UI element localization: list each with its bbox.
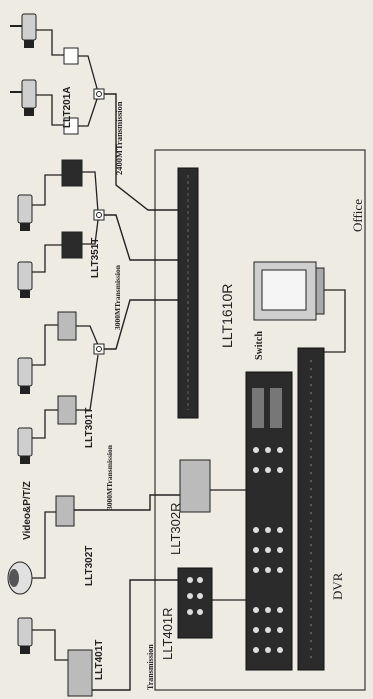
- transmitter-icon: [57, 311, 77, 341]
- label-llt1610r: LLT1610R: [219, 284, 235, 348]
- transmitter-icon: [67, 649, 93, 697]
- camera-group-llt351t: LLT351T 3000MTransmission: [17, 159, 192, 330]
- label-switch: Switch: [254, 331, 265, 360]
- transmitter-icon: [61, 159, 83, 187]
- camera-icon: [17, 427, 33, 464]
- llt302r-receiver: LLT302R: [168, 459, 246, 555]
- combiner-icon: [93, 343, 105, 355]
- camera-icon: [17, 617, 33, 654]
- label-llt401t: LLT401T: [94, 640, 105, 680]
- video-switch-matrix: Switch: [245, 331, 293, 671]
- label-llt351t: LLT351T: [90, 238, 101, 278]
- llt1610r-rack: LLT1610R: [177, 167, 235, 419]
- transmitter-icon: [61, 231, 83, 259]
- camera-icon: [10, 79, 37, 116]
- label-3000m-transmission-mid: 3000MTransmission: [105, 444, 114, 510]
- label-office: Office: [350, 199, 365, 232]
- label-dvr: DVR: [330, 572, 345, 600]
- label-llt201a: LLT201A: [62, 87, 73, 129]
- label-llt301t: LLT301T: [84, 408, 95, 448]
- camera-icon: [17, 261, 33, 298]
- label-llt302r: LLT302R: [168, 502, 183, 555]
- label-3000m-transmission-top: 3000MTransmission: [113, 264, 122, 330]
- ptz-dome-camera-icon: [7, 561, 33, 595]
- ptz-group-llt302t: Video&P/T/Z LLT302T: [7, 481, 190, 595]
- transmitter-icon: [63, 47, 79, 65]
- label-video-ptz: Video&P/T/Z: [22, 481, 33, 540]
- camera-group-llt401t: LLT401T Transmission: [17, 579, 180, 697]
- label-llt302t: LLT302T: [84, 546, 95, 586]
- camera-icon: [17, 357, 33, 394]
- transmitter-icon: [55, 495, 75, 527]
- transmitter-icon: [57, 395, 77, 425]
- camera-icon: [17, 194, 33, 231]
- label-transmission-bottom: Transmission: [146, 644, 155, 690]
- llt401r-receiver: LLT401R: [160, 567, 246, 660]
- camera-group-llt301t: LLT301T 3000MTransmission: [17, 299, 192, 510]
- monitor-icon: [253, 261, 346, 353]
- combiner-icon: [93, 209, 105, 221]
- camera-icon: [10, 13, 37, 48]
- office-boundary: [154, 149, 366, 691]
- dvr-unit: DVR: [297, 347, 345, 671]
- label-2400m-transmission: 2400MTransmission: [114, 101, 124, 175]
- combiner-icon: [93, 88, 105, 100]
- camera-group-llt201a: LLT201A 2400MTransmission: [10, 13, 192, 211]
- label-llt401r: LLT401R: [160, 607, 175, 660]
